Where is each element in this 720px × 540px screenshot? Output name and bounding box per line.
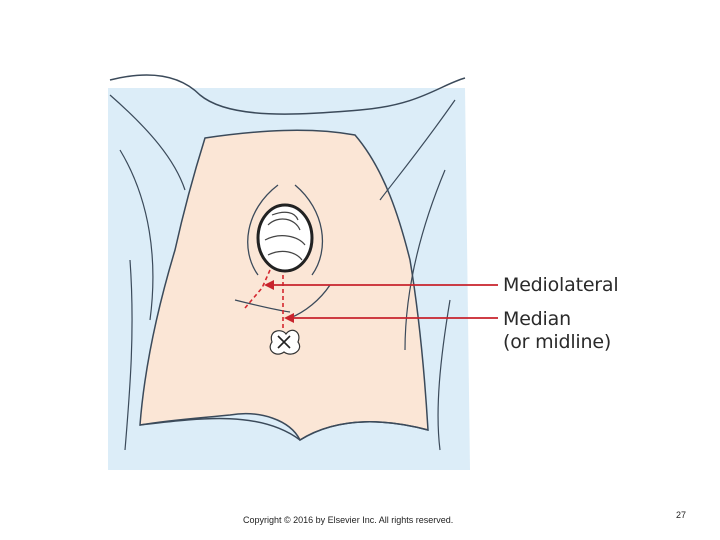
label-mediolateral: Mediolateral [503,275,618,295]
fetal-head [258,205,312,271]
label-median: Median [503,309,571,329]
label-midline: (or midline) [503,332,611,352]
copyright-notice: Copyright © 2016 by Elsevier Inc. All ri… [243,515,453,525]
page-number: 27 [676,510,686,520]
